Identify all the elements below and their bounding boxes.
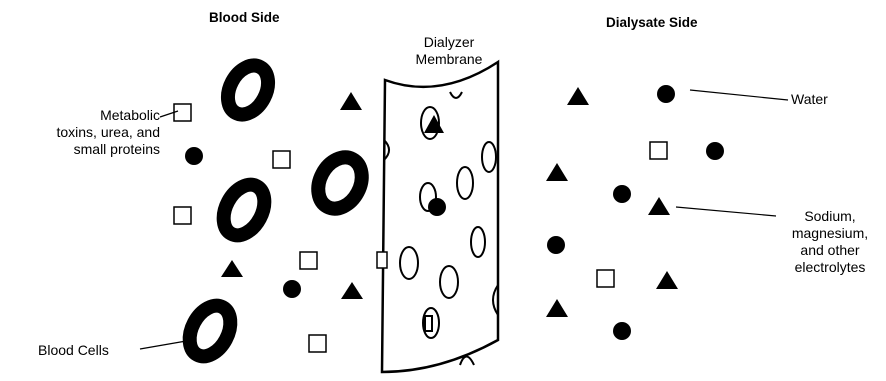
toxin-square (174, 207, 191, 224)
blood-cell (181, 299, 238, 364)
electrolyte-triangle (341, 282, 363, 299)
membrane-label-line2: Membrane (408, 51, 490, 68)
leader-line-electrolytes (676, 207, 776, 216)
electrolytes-label-line2: magnesium, (774, 225, 886, 242)
blood-cells (181, 59, 370, 364)
electrolyte-triangle (340, 92, 362, 110)
water-label: Water (791, 91, 828, 108)
metabolic-toxins-label: Metabolic toxins, urea, and small protei… (2, 107, 160, 158)
blood-cell (220, 59, 276, 122)
water-dot (613, 322, 631, 340)
water-dot (657, 85, 675, 103)
electrolyte-triangle (656, 271, 678, 289)
dialysate-side-heading: Dialysate Side (606, 14, 698, 31)
blood-cell (310, 150, 371, 216)
metabolic-label-line3: small proteins (2, 141, 160, 158)
electrolyte-triangle (567, 87, 589, 105)
toxin-square (300, 252, 317, 269)
water-dot (547, 236, 565, 254)
toxin-square (174, 104, 191, 121)
water-dot (613, 185, 631, 203)
membrane-label: Dialyzer Membrane (408, 34, 490, 68)
urea-square-edge (377, 252, 387, 268)
electrolyte-triangle (221, 260, 243, 277)
electrolytes-label: Sodium, magnesium, and other electrolyte… (774, 208, 886, 276)
electrolyte-triangle (648, 197, 670, 215)
electrolytes-label-line3: and other (774, 242, 886, 259)
water-dot (706, 142, 724, 160)
blood-cell (215, 178, 272, 243)
electrolytes-label-line1: Sodium, (774, 208, 886, 225)
membrane-label-line1: Dialyzer (408, 34, 490, 51)
water-dot (185, 147, 203, 165)
metabolic-label-line2: toxins, urea, and (2, 124, 160, 141)
water-dot (283, 280, 301, 298)
electrolytes-label-line4: electrolytes (774, 259, 886, 276)
electrolyte-triangle (546, 299, 568, 317)
blood-cells-label: Blood Cells (38, 342, 109, 359)
dialyzer-membrane (382, 62, 498, 372)
toxin-square (597, 270, 614, 287)
toxin-square (650, 142, 667, 159)
blood-side-heading: Blood Side (209, 9, 280, 26)
electrolyte-triangle (546, 163, 568, 181)
water-dot-in-pore (428, 198, 446, 216)
toxin-square (309, 335, 326, 352)
leader-line-water (690, 90, 788, 100)
metabolic-label-line1: Metabolic (2, 107, 160, 124)
toxin-square (273, 151, 290, 168)
